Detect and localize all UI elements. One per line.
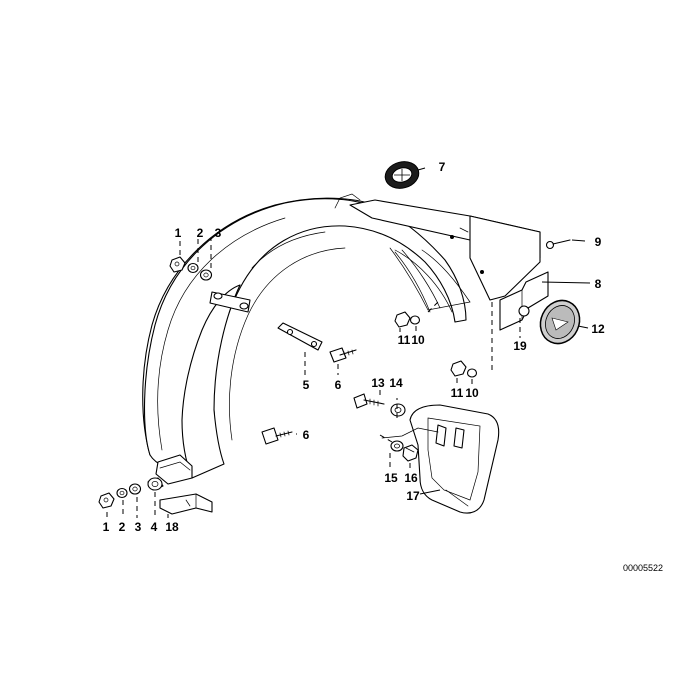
callout-2-lower: 2 [119, 520, 126, 534]
callout-7: 7 [439, 160, 446, 174]
callout-6-lower: 6 [303, 428, 310, 442]
callout-3-upper: 3 [215, 226, 222, 240]
callout-11-lower: 11 [451, 386, 464, 400]
part-18-bracket [159, 493, 213, 515]
part-13-bolt [353, 393, 385, 409]
part-5-bracket-strip [277, 322, 323, 351]
callout-3-lower: 3 [135, 520, 142, 534]
part-1-nut-lower [98, 492, 115, 509]
assembly-dash-lines [106, 238, 521, 518]
part-11-nut-upper [394, 311, 411, 328]
part-3-washer-lower [128, 483, 142, 495]
part-10-washer-upper [409, 315, 421, 325]
part-7-emblem [384, 161, 420, 189]
part-4-spacer [147, 477, 164, 491]
callout-labels: 1 2 3 1 2 3 4 18 5 6 6 7 8 9 10 11 10 11… [103, 160, 663, 573]
callout-1-upper: 1 [175, 226, 182, 240]
part-12-reflector [539, 299, 581, 345]
callout-9: 9 [595, 235, 602, 249]
part-3-washer-upper [199, 269, 213, 281]
part-11-nut-lower [450, 360, 467, 377]
callout-17: 17 [406, 489, 420, 503]
callout-5: 5 [303, 378, 310, 392]
callout-10-upper: 10 [411, 333, 425, 347]
callout-2-upper: 2 [197, 226, 204, 240]
part-6-bolt-lower [261, 427, 293, 445]
part-17-plate-holder [381, 404, 500, 514]
callout-6-upper: 6 [335, 378, 342, 392]
callout-19: 19 [513, 339, 527, 353]
callout-1-lower: 1 [103, 520, 110, 534]
callout-16: 16 [404, 471, 418, 485]
part-9-screw [545, 239, 571, 250]
callout-4: 4 [151, 520, 158, 534]
callout-11-upper: 11 [398, 333, 411, 347]
callout-14: 14 [389, 376, 403, 390]
callout-10-lower: 10 [465, 386, 479, 400]
callout-8: 8 [595, 277, 602, 291]
callout-13: 13 [371, 376, 385, 390]
part-19-nut [518, 305, 530, 317]
document-number: 00005522 [623, 563, 663, 573]
part-1-nut-upper [169, 256, 186, 273]
callout-15: 15 [384, 471, 398, 485]
part-6-bolt-upper [329, 347, 357, 363]
part-10-washer-lower [466, 368, 478, 378]
part-14-nut [390, 403, 406, 417]
part-16-nut [402, 444, 419, 462]
part-2-washer-upper [187, 262, 199, 274]
callout-18: 18 [165, 520, 179, 534]
callout-12: 12 [591, 322, 605, 336]
part-2-washer-lower [116, 487, 128, 499]
leader-lines [296, 167, 591, 495]
rear-fender [142, 193, 541, 485]
part-15-washer [390, 440, 404, 452]
